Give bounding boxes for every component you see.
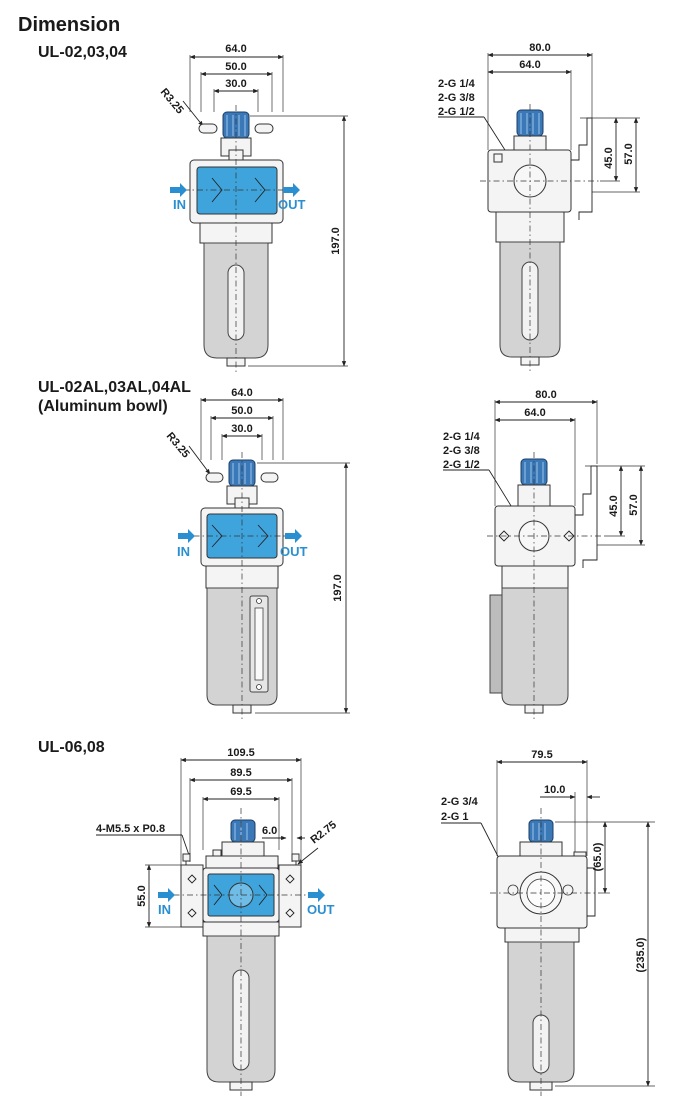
section-subtitle-ul-02al: (Aluminum bowl) xyxy=(38,398,168,415)
ul-02al-side-port-3: 2-G 1/2 xyxy=(443,459,480,471)
page-title: Dimension xyxy=(18,14,121,36)
ul-02-out-label: OUT xyxy=(278,197,306,212)
ul-02al-front-dim-radius: R3.25 xyxy=(164,430,192,460)
ul-02-side-port-1: 2-G 1/4 xyxy=(438,78,476,90)
ul-02-in-label: IN xyxy=(173,197,186,212)
ul-02-side-dim-body: 64.0 xyxy=(519,59,540,71)
ul-02al-out-label: OUT xyxy=(280,544,308,559)
ul-02al-out-arrow-icon xyxy=(285,529,302,543)
ul-06-front-mount-thread: 4-M5.5 x P0.8 xyxy=(96,823,165,835)
ul-02-front-view: 64.0 50.0 30.0 R3.25 xyxy=(158,43,348,372)
ul-02al-front-dim-width: 64.0 xyxy=(231,387,252,399)
ul-06-front-dim-radius: R2.75 xyxy=(308,819,339,847)
ul-02al-side-port-1: 2-G 1/4 xyxy=(443,431,481,443)
ul-02-side-dim-57: 57.0 xyxy=(623,143,635,164)
ul-02-side-port-2: 2-G 3/8 xyxy=(438,92,475,104)
ul-06-front-dim-width: 109.5 xyxy=(227,747,255,759)
ul-06-out-label: OUT xyxy=(307,902,335,917)
ul-02al-front-dim-height: 197.0 xyxy=(332,574,344,602)
ul-02-side-view: 80.0 64.0 2-G 1/4 2-G 3/8 2-G 1/2 45.0 xyxy=(438,42,640,372)
ul-06-in-label: IN xyxy=(158,902,171,917)
ul-02-side-port-3: 2-G 1/2 xyxy=(438,106,475,118)
ul-02al-front-dim-inner: 30.0 xyxy=(231,423,252,435)
ul-06-side-dim-10: 10.0 xyxy=(544,784,565,796)
ul-06-in-arrow-icon xyxy=(158,888,175,902)
section-title-ul-06: UL-06,08 xyxy=(38,739,105,756)
ul-06-side-port-2: 2-G 1 xyxy=(441,811,469,823)
ul-02-in-arrow-icon xyxy=(170,183,187,197)
ul-06-side-view: 79.5 10.0 2-G 3/4 2-G 1 (65.0) xyxy=(441,749,655,1096)
ul-06-side-dim-65: (65.0) xyxy=(592,842,604,871)
ul-02al-side-view: 80.0 64.0 2-G 1/4 2-G 3/8 2-G 1/2 45.0 5… xyxy=(443,389,645,720)
ul-02-out-arrow-icon xyxy=(283,183,300,197)
ul-02al-in-label: IN xyxy=(177,544,190,559)
ul-02al-side-dim-width: 80.0 xyxy=(535,389,556,401)
ul-02al-side-dim-45: 45.0 xyxy=(608,495,620,516)
ul-06-side-dim-235: (235.0) xyxy=(635,937,647,972)
ul-02al-side-dim-body: 64.0 xyxy=(524,407,545,419)
section-title-ul-02al: UL-02AL,03AL,04AL xyxy=(38,379,191,396)
ul-06-front-dim-inner: 69.5 xyxy=(230,786,251,798)
ul-06-side-port-1: 2-G 3/4 xyxy=(441,796,479,808)
ul-02-side-dim-width: 80.0 xyxy=(529,42,550,54)
ul-02-side-dim-45: 45.0 xyxy=(603,147,615,168)
ul-02-front-dim-mid: 50.0 xyxy=(225,61,246,73)
ul-02al-side-port-2: 2-G 3/8 xyxy=(443,445,480,457)
ul-06-out-arrow-icon xyxy=(308,888,325,902)
ul-02-front-dim-height: 197.0 xyxy=(330,227,342,255)
ul-06-side-dim-width: 79.5 xyxy=(531,749,552,761)
ul-06-front-view: 109.5 89.5 69.5 4-M5.5 x P0.8 6.0 R2.75 xyxy=(96,747,339,1096)
ul-02al-front-dim-mid: 50.0 xyxy=(231,405,252,417)
ul-02-front-dim-width: 64.0 xyxy=(225,43,246,55)
ul-06-front-dim-slot: 6.0 xyxy=(262,825,277,837)
ul-02al-front-view: 64.0 50.0 30.0 R3.25 197 xyxy=(164,387,350,720)
ul-02al-in-arrow-icon xyxy=(178,529,195,543)
ul-02al-side-dim-57: 57.0 xyxy=(628,494,640,515)
ul-02-front-dim-inner: 30.0 xyxy=(225,78,246,90)
ul-06-front-dim-55: 55.0 xyxy=(136,885,148,906)
section-title-ul-02: UL-02,03,04 xyxy=(38,44,127,61)
ul-02-front-dim-radius: R3.25 xyxy=(158,86,186,116)
ul-06-front-dim-mid: 89.5 xyxy=(230,767,251,779)
